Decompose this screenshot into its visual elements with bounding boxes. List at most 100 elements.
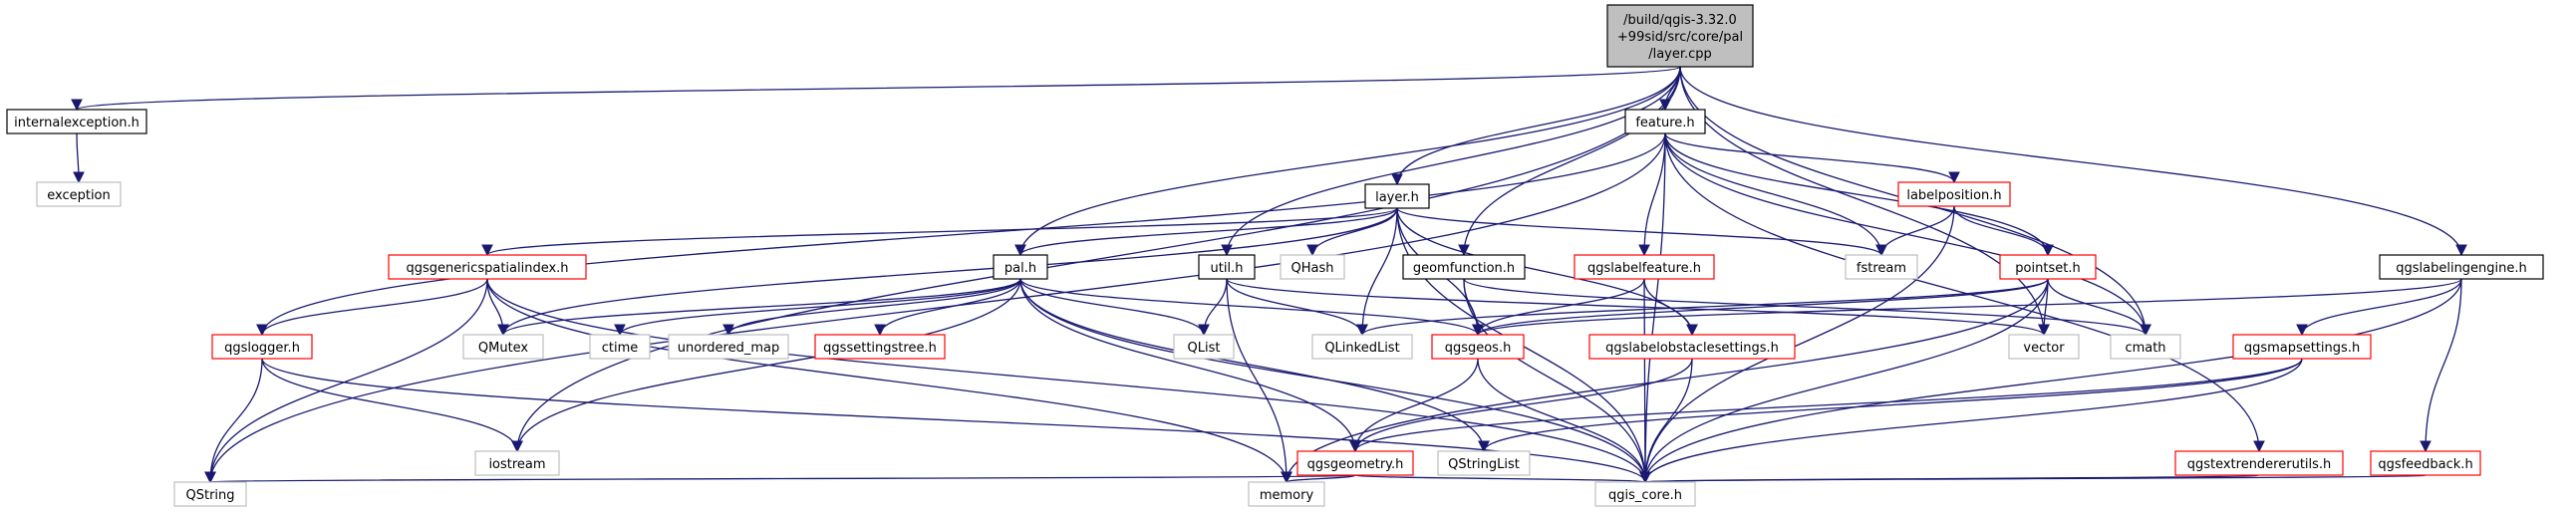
edge-pal-to-qgssettingstree [874, 278, 1021, 337]
edge-pal-to-iostream [511, 278, 1021, 453]
node-label-root: /layer.cpp [1648, 47, 1712, 62]
node-box-qlist [1173, 334, 1235, 360]
node-label-qgssettingstree: qgssettingstree.h [823, 341, 937, 356]
node-label-qlist: QList [1188, 341, 1221, 356]
node-qgsgenericspatialindex[interactable]: qgsgenericspatialindex.h [388, 254, 587, 280]
node-layer[interactable]: layer.h [1364, 183, 1430, 209]
node-fstream[interactable]: fstream [1845, 254, 1918, 280]
node-label-feature: feature.h [1635, 116, 1694, 130]
node-qgslabelingengine[interactable]: qgslabelingengine.h [2379, 254, 2544, 280]
node-box-pal [993, 254, 1048, 280]
node-qgssettingstree[interactable]: qgssettingstree.h [814, 334, 946, 360]
node-root[interactable]: /build/qgis-3.32.0+99sid/src/core/pal/la… [1606, 4, 1754, 68]
edge-qgslogger-to-qstring [204, 358, 263, 484]
node-memory[interactable]: memory [1248, 481, 1325, 507]
node-box-iostream [474, 450, 560, 476]
dependency-edges [71, 66, 2467, 484]
node-qgsmapsettings[interactable]: qgsmapsettings.h [2232, 334, 2372, 360]
node-box-root [1606, 4, 1754, 68]
edge-qgslabelobstaclesettings-to-qgsgeometry [1349, 358, 1693, 453]
edge-layer-to-qmutex [497, 207, 1398, 337]
node-qgstextrendererutils[interactable]: qgstextrendererutils.h [2174, 450, 2344, 476]
node-label-vector: vector [2023, 341, 2065, 356]
edge-qgsmapsettings-to-qstringlist [1478, 358, 2303, 453]
node-exception[interactable]: exception [36, 181, 122, 207]
node-box-qstringlist [1437, 450, 1531, 476]
node-pointset[interactable]: pointset.h [1999, 254, 2097, 280]
edge-root-to-layer [1391, 66, 1681, 186]
edge-pal-to-unordered_map [722, 278, 1021, 337]
node-qgsfeedback[interactable]: qgsfeedback.h [2370, 450, 2481, 476]
node-box-unordered_map [668, 334, 789, 360]
edge-qgslabelobstaclesettings-to-qgis_core [1639, 358, 1693, 484]
node-label-labelposition: labelposition.h [1906, 188, 2001, 203]
node-qstring[interactable]: QString [173, 481, 247, 507]
node-iostream[interactable]: iostream [474, 450, 560, 476]
node-box-util [1198, 254, 1256, 280]
node-box-qlinkedlist [1311, 334, 1413, 360]
node-qgslabelobstaclesettings[interactable]: qgslabelobstaclesettings.h [1588, 334, 1796, 360]
edge-qgsgeometry-to-qgis_core [1354, 471, 1650, 484]
edge-qgslogger-to-qgis_core [261, 358, 1651, 484]
edge-geomfunction-to-qgis_core [1463, 278, 1651, 484]
node-qmutex[interactable]: QMutex [462, 334, 544, 360]
node-qlinkedlist[interactable]: QLinkedList [1311, 334, 1413, 360]
node-qgis_core[interactable]: qgis_core.h [1594, 481, 1696, 507]
node-box-qgslabelfeature [1574, 254, 1715, 280]
edge-util-to-vector [1226, 278, 2050, 337]
edge-qgsgeometry-to-qstring [207, 470, 1356, 484]
edge-feature-to-labelposition [1664, 132, 1960, 184]
edge-pointset-to-qgis_core [1639, 278, 2049, 484]
node-pal[interactable]: pal.h [993, 254, 1048, 280]
edge-qgslabelingengine-to-qgsgeos [1472, 278, 2462, 337]
node-labelposition[interactable]: labelposition.h [1897, 181, 2011, 207]
node-qhash[interactable]: QHash [1280, 254, 1345, 280]
node-label-qlinkedlist: QLinkedList [1324, 341, 1399, 356]
node-box-qstring [173, 481, 247, 507]
edge-layer-to-qgsgenericspatialindex [481, 207, 1398, 257]
node-label-iostream: iostream [488, 457, 545, 472]
node-vector[interactable]: vector [2008, 334, 2080, 360]
node-label-unordered_map: unordered_map [678, 341, 780, 356]
node-box-qgslogger [211, 334, 313, 360]
node-ctime[interactable]: ctime [589, 334, 651, 360]
edge-pointset-to-memory [1281, 278, 2049, 484]
node-label-root: +99sid/src/core/pal [1617, 30, 1743, 45]
node-qlist[interactable]: QList [1173, 334, 1235, 360]
node-feature[interactable]: feature.h [1624, 109, 1706, 134]
node-box-exception [36, 181, 122, 207]
node-label-qhash: QHash [1291, 261, 1334, 276]
node-label-qgis_core: qgis_core.h [1608, 488, 1682, 503]
node-label-cmath: cmath [2125, 341, 2165, 356]
node-geomfunction[interactable]: geomfunction.h [1402, 254, 1526, 280]
node-box-pointset [1999, 254, 2097, 280]
node-label-internalexception: internalexception.h [14, 116, 140, 130]
node-util[interactable]: util.h [1198, 254, 1256, 280]
node-qgslabelfeature[interactable]: qgslabelfeature.h [1574, 254, 1715, 280]
edge-feature-to-pointset [1664, 132, 2054, 257]
node-qstringlist[interactable]: QStringList [1437, 450, 1531, 476]
node-internalexception[interactable]: internalexception.h [6, 109, 147, 134]
node-qgsgeometry[interactable]: qgsgeometry.h [1296, 450, 1414, 476]
edge-qgslabelingengine-to-qgsmapsettings [2296, 278, 2462, 337]
edge-pal-to-qgsgeometry [1019, 278, 1361, 453]
edge-feature-to-qstring [204, 132, 1666, 484]
node-box-qgsmapsettings [2232, 334, 2372, 360]
edge-root-to-iostream [511, 66, 1681, 453]
edge-qgsgeometry-to-memory [1281, 471, 1356, 484]
node-cmath[interactable]: cmath [2110, 334, 2181, 360]
edge-qgsmapsettings-to-qgis_core [1639, 358, 2303, 484]
node-unordered_map[interactable]: unordered_map [668, 334, 789, 360]
edge-util-to-qlinkedlist [1226, 278, 1368, 337]
node-box-qgsfeedback [2370, 450, 2481, 476]
node-qgsgeos[interactable]: qgsgeos.h [1431, 334, 1525, 360]
edge-util-to-qlist [1198, 278, 1228, 337]
node-label-qmutex: QMutex [478, 341, 529, 356]
edge-qgsgenericspatialindex-to-qstring [204, 278, 488, 484]
edge-labelposition-to-qgis_core [1639, 205, 1955, 484]
edge-labelposition-to-fstream [1875, 205, 1955, 257]
node-qgslogger[interactable]: qgslogger.h [211, 334, 313, 360]
node-box-qhash [1280, 254, 1345, 280]
node-label-layer: layer.h [1375, 190, 1419, 205]
